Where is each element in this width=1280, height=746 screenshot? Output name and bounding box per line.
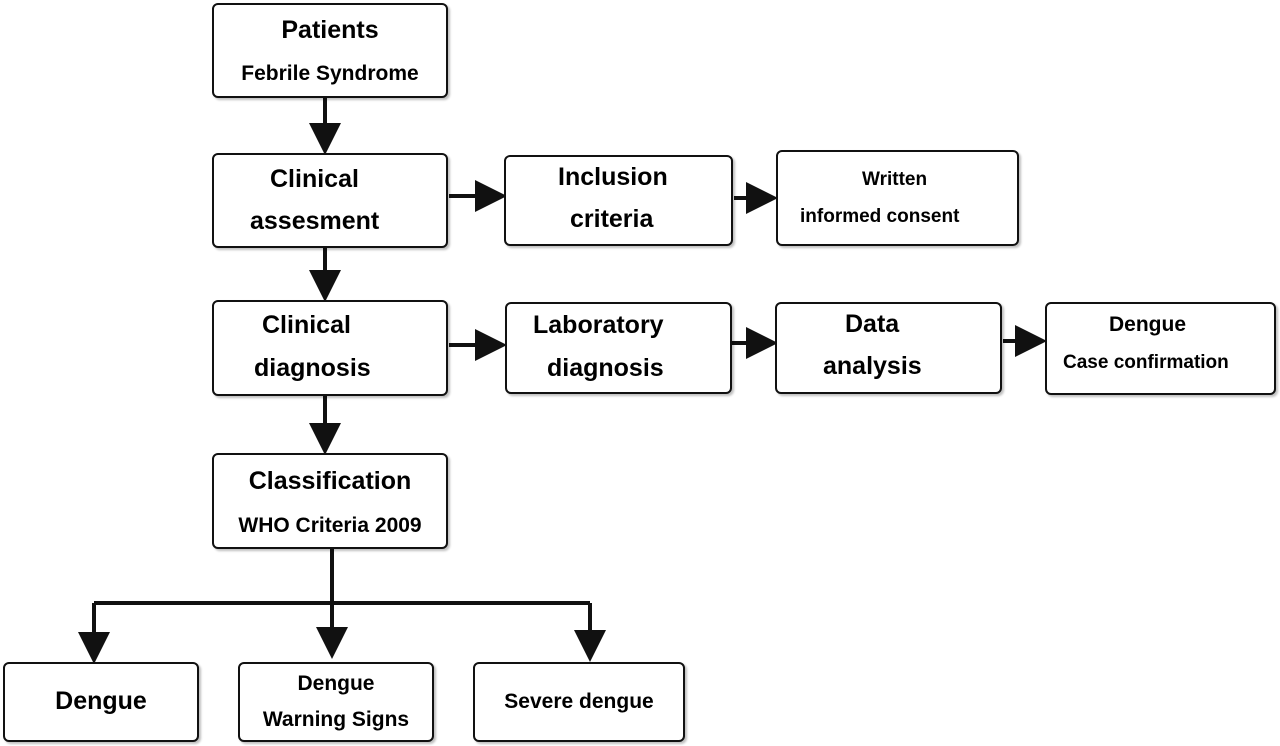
clinical-assessment-line2: assesment [250,207,380,235]
written-consent-line2: informed consent [800,206,960,227]
clinical-assessment-line1: Clinical [270,165,359,193]
clinical-assessment-box: Clinical assesment [212,153,448,248]
warning-signs-line1: Dengue [297,672,375,695]
case-confirmation-box: Dengue Case confirmation [1045,302,1276,395]
warning-signs-line2: Warning Signs [262,708,410,731]
data-analysis-line2: analysis [823,352,922,380]
classification-title: Classification [248,467,412,495]
laboratory-diagnosis-box: Laboratory diagnosis [505,302,732,394]
clinical-diagnosis-line2: diagnosis [254,354,371,382]
patients-title: Patients [281,16,379,44]
warning-signs-box: Dengue Warning Signs [238,662,434,742]
inclusion-criteria-box: Inclusion criteria [504,155,733,246]
written-consent-box: Written informed consent [776,150,1019,246]
data-analysis-line1: Data [845,310,900,338]
inclusion-criteria-line2: criteria [570,205,654,233]
classification-subtitle: WHO Criteria 2009 [238,514,422,537]
severe-dengue-label: Severe dengue [504,690,654,713]
dengue-label: Dengue [55,687,147,715]
data-analysis-box: Data analysis [775,302,1002,394]
classification-box: Classification WHO Criteria 2009 [212,453,448,549]
clinical-diagnosis-line1: Clinical [262,311,351,339]
dengue-box: Dengue [3,662,199,742]
severe-dengue-box: Severe dengue [473,662,685,742]
case-confirmation-line2: Case confirmation [1063,352,1229,373]
laboratory-diagnosis-line1: Laboratory [533,311,664,339]
patients-subtitle: Febrile Syndrome [241,62,419,85]
written-consent-line1: Written [862,169,928,190]
laboratory-diagnosis-line2: diagnosis [547,354,664,382]
inclusion-criteria-line1: Inclusion [558,163,668,191]
case-confirmation-line1: Dengue [1109,313,1187,336]
patients-box: Patients Febrile Syndrome [212,3,448,98]
clinical-diagnosis-box: Clinical diagnosis [212,300,448,396]
